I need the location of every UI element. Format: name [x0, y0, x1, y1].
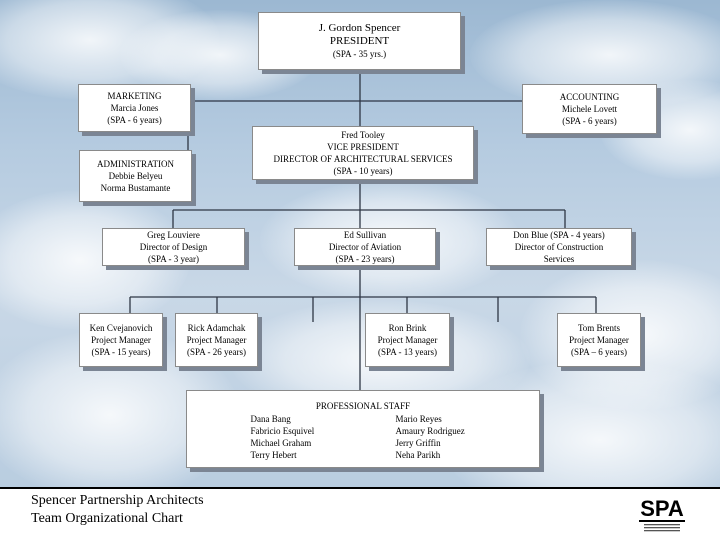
- staff-member: Fabricio Esquivel: [250, 426, 315, 436]
- marketing-dept: MARKETING: [107, 91, 162, 101]
- director-tenure: Services: [543, 254, 575, 264]
- manager-title: Project Manager: [91, 335, 151, 345]
- vp-subtitle: DIRECTOR OF ARCHITECTURAL SERVICES: [273, 154, 453, 164]
- vp-name: Fred Tooley: [341, 130, 385, 140]
- administration-name-1: Debbie Belyeu: [108, 171, 163, 181]
- manager-box-brents: Tom Brents Project Manager (SPA – 6 year…: [557, 313, 641, 367]
- manager-tenure: (SPA - 26 years): [187, 347, 246, 357]
- manager-name: Tom Brents: [577, 323, 621, 333]
- logo-text: SPA: [640, 496, 684, 521]
- vp-tenure: (SPA - 10 years): [333, 166, 393, 176]
- director-name: Don Blue (SPA - 4 years): [513, 230, 605, 240]
- marketing-name: Marcia Jones: [110, 103, 159, 113]
- manager-box-cvejanovich: Ken Cvejanovich Project Manager (SPA - 1…: [79, 313, 163, 367]
- accounting-box: ACCOUNTING Michele Lovett (SPA - 6 years…: [522, 84, 657, 134]
- accounting-tenure: (SPA - 6 years): [562, 116, 617, 126]
- footer-caption: Spencer Partnership Architects Team Orga…: [31, 492, 204, 528]
- staff-column-1: Dana Bang Fabricio Esquivel Michael Grah…: [251, 413, 396, 461]
- manager-box-brink: Ron Brink Project Manager (SPA - 13 year…: [365, 313, 450, 367]
- vp-title: VICE PRESIDENT: [327, 142, 399, 152]
- president-name: J. Gordon Spencer: [318, 21, 401, 34]
- president-tenure: (SPA - 35 yrs.): [332, 48, 387, 59]
- professional-staff-box: PROFESSIONAL STAFF Dana Bang Fabricio Es…: [186, 390, 540, 468]
- director-box-construction: Don Blue (SPA - 4 years) Director of Con…: [486, 228, 632, 266]
- manager-title: Project Manager: [186, 335, 247, 345]
- administration-dept: ADMINISTRATION: [97, 159, 174, 169]
- director-title: Director of Design: [139, 242, 208, 252]
- director-name: Greg Louviere: [147, 230, 200, 240]
- staff-grid: Dana Bang Fabricio Esquivel Michael Grah…: [187, 413, 539, 461]
- manager-name: Rick Adamchak: [187, 323, 246, 333]
- manager-tenure: (SPA – 6 years): [571, 347, 627, 357]
- director-title: Director of Aviation: [328, 242, 402, 252]
- administration-box: ADMINISTRATION Debbie Belyeu Norma Busta…: [79, 150, 192, 202]
- spa-logo: SPA: [639, 496, 685, 532]
- manager-title: Project Manager: [569, 335, 629, 345]
- director-box-aviation: Ed Sullivan Director of Aviation (SPA - …: [294, 228, 436, 266]
- marketing-box: MARKETING Marcia Jones (SPA - 6 years): [78, 84, 191, 132]
- connector-lines: [129, 70, 597, 390]
- manager-tenure: (SPA - 13 years): [378, 347, 437, 357]
- staff-member: Jerry Griffin: [395, 438, 441, 448]
- manager-name: Ron Brink: [388, 323, 427, 333]
- footer-divider: [0, 487, 720, 489]
- marketing-tenure: (SPA - 6 years): [107, 115, 162, 125]
- director-name: Ed Sullivan: [343, 230, 387, 240]
- manager-tenure: (SPA - 15 years): [91, 347, 151, 357]
- footer-chart-title: Team Organizational Chart: [31, 511, 183, 526]
- staff-member: Dana Bang: [250, 414, 291, 424]
- manager-title: Project Manager: [377, 335, 438, 345]
- footer-company-name: Spencer Partnership Architects: [31, 493, 204, 508]
- staff-member: Neha Parikh: [395, 450, 441, 460]
- director-box-design: Greg Louviere Director of Design (SPA - …: [102, 228, 245, 266]
- director-title: Director of Construction: [514, 242, 604, 252]
- director-tenure: (SPA - 23 years): [335, 254, 395, 264]
- manager-box-adamchak: Rick Adamchak Project Manager (SPA - 26 …: [175, 313, 258, 367]
- president-box: J. Gordon Spencer PRESIDENT (SPA - 35 yr…: [258, 12, 461, 70]
- president-title: PRESIDENT: [329, 34, 390, 47]
- staff-member: Michael Graham: [250, 438, 312, 448]
- staff-member: Mario Reyes: [395, 414, 442, 424]
- manager-name: Ken Cvejanovich: [89, 323, 153, 333]
- administration-name-2: Norma Bustamante: [100, 183, 171, 193]
- staff-member: Amaury Rodriguez: [395, 426, 465, 436]
- vice-president-box: Fred Tooley VICE PRESIDENT DIRECTOR OF A…: [252, 126, 474, 180]
- staff-column-2: Mario Reyes Amaury Rodriguez Jerry Griff…: [396, 413, 476, 461]
- accounting-dept: ACCOUNTING: [559, 92, 620, 102]
- accounting-name: Michele Lovett: [561, 104, 618, 114]
- staff-title: PROFESSIONAL STAFF: [315, 401, 411, 411]
- staff-member: Terry Hebert: [250, 450, 297, 460]
- director-tenure: (SPA - 3 year): [148, 254, 199, 264]
